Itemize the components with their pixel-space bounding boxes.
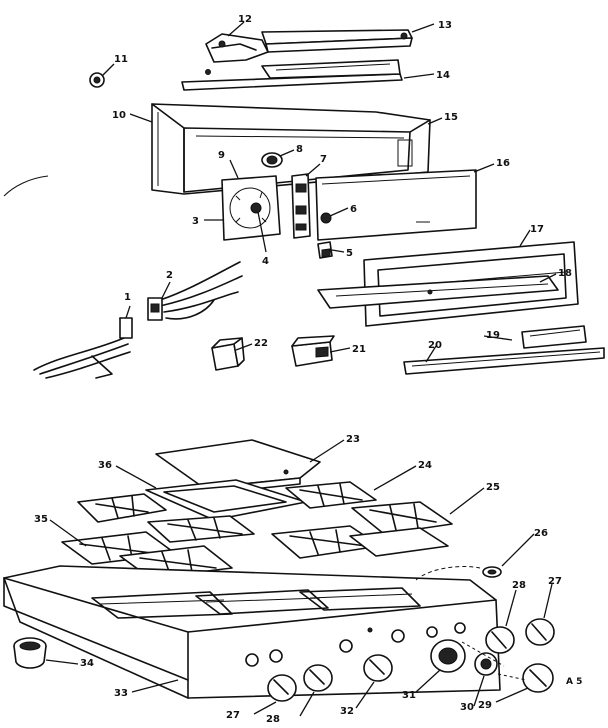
part-7-switch xyxy=(291,173,311,239)
callout-27-right: 27 xyxy=(548,576,562,587)
callout-36: 36 xyxy=(98,460,112,471)
grate-right-front xyxy=(271,525,449,559)
callout-labels: 1 2 3 4 5 6 7 8 9 10 11 12 13 14 15 16 1… xyxy=(34,14,582,725)
callout-23: 23 xyxy=(346,434,360,445)
part-14-trim-strip xyxy=(181,59,403,91)
knob-27-right xyxy=(525,618,555,646)
callout-22: 22 xyxy=(254,338,268,349)
part-8-clock-motor xyxy=(261,152,283,168)
part-11-grommet xyxy=(89,72,105,88)
part-33-cooktop-body xyxy=(3,565,501,699)
callout-19: 19 xyxy=(486,330,500,341)
part-22-box xyxy=(211,337,245,371)
callout-31: 31 xyxy=(402,690,416,701)
callout-4: 4 xyxy=(262,256,269,267)
part-16-panel-face xyxy=(315,169,477,241)
knob-28-front xyxy=(303,664,333,692)
knob-28-right xyxy=(485,626,515,654)
callout-6: 6 xyxy=(350,204,357,215)
dashed-guide xyxy=(461,641,505,667)
callout-11: 11 xyxy=(114,54,128,65)
part-34-cup xyxy=(13,637,47,669)
callout-24: 24 xyxy=(418,460,432,471)
part-25-grate xyxy=(351,501,453,535)
knob-31 xyxy=(430,639,466,673)
callout-20: 20 xyxy=(428,340,442,351)
part-20-tube xyxy=(403,347,605,375)
part-12-bracket xyxy=(205,33,269,75)
grate-centre xyxy=(147,515,255,543)
callout-9: 9 xyxy=(218,150,225,161)
callout-34: 34 xyxy=(80,658,94,669)
grate-left-rear xyxy=(77,493,167,523)
part-21-bracket xyxy=(291,335,335,367)
part-2-wire-harness xyxy=(147,261,243,321)
callout-12: 12 xyxy=(238,14,252,25)
callout-25: 25 xyxy=(486,482,500,493)
edge-arc xyxy=(3,175,49,197)
part-26-ring xyxy=(482,566,502,578)
callout-35: 35 xyxy=(34,514,48,525)
part-3-clock xyxy=(221,175,281,241)
callout-27-front: 27 xyxy=(226,710,240,721)
callout-17: 17 xyxy=(530,224,544,235)
callout-14: 14 xyxy=(436,70,450,81)
callout-1: 1 xyxy=(124,292,131,303)
callout-26: 26 xyxy=(534,528,548,539)
callout-21: 21 xyxy=(352,344,366,355)
callout-3: 3 xyxy=(192,216,199,227)
knob-30 xyxy=(474,652,498,676)
callout-8: 8 xyxy=(296,144,303,155)
callout-30: 30 xyxy=(460,702,474,713)
part-19-ballast xyxy=(521,325,587,349)
callout-28-front: 28 xyxy=(266,714,280,725)
callout-10: 10 xyxy=(112,110,126,121)
part-18-lamp-holder xyxy=(317,275,559,309)
leader-lines xyxy=(45,21,557,717)
knob-29 xyxy=(522,663,554,693)
callout-15: 15 xyxy=(444,112,458,123)
callout-13: 13 xyxy=(438,20,452,31)
knob-32 xyxy=(363,654,393,682)
callout-5: 5 xyxy=(346,248,353,259)
part-24-grate xyxy=(285,481,377,509)
part-1-wire-harness xyxy=(33,317,133,379)
part-5-clip xyxy=(317,241,333,259)
knob-27-front xyxy=(267,674,297,702)
callout-29: 29 xyxy=(478,700,492,711)
corner-code: A 5 xyxy=(566,677,582,687)
callout-2: 2 xyxy=(166,270,173,281)
callout-16: 16 xyxy=(496,158,510,169)
callout-33: 33 xyxy=(114,688,128,699)
callout-18: 18 xyxy=(558,268,572,279)
callout-7: 7 xyxy=(320,154,327,165)
callout-28-right: 28 xyxy=(512,580,526,591)
part-13-top-rail xyxy=(261,29,413,53)
dashed-guide xyxy=(497,673,527,681)
callout-32: 32 xyxy=(340,706,354,717)
